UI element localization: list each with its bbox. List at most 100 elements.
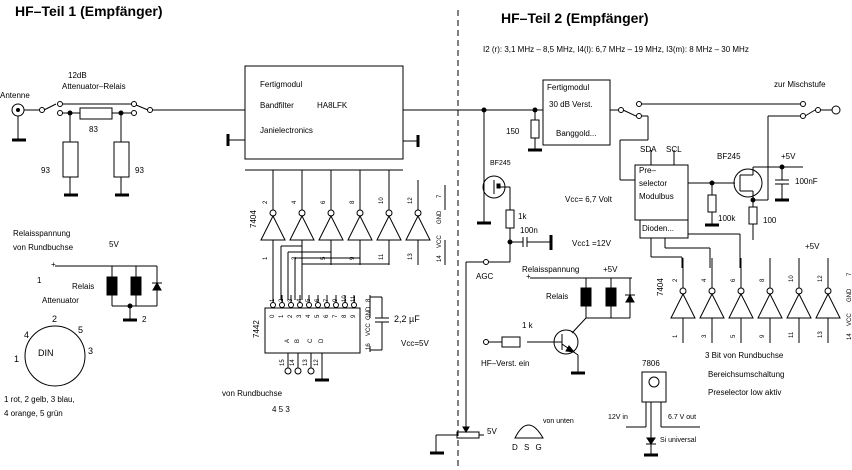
ic7442-top-inner: 3 <box>297 314 303 318</box>
pot-label: 5V <box>487 427 497 436</box>
cap-100nf-label: 100nF <box>795 177 818 186</box>
ic7404-left-pin-in: 1 <box>263 256 269 260</box>
ic7404-left-gnd-label: GND <box>437 210 443 224</box>
ic7442-bottom-pin: 13 <box>303 359 309 366</box>
ic7404-right-inverter <box>699 258 725 343</box>
preselector-line1: Pre– <box>639 166 656 175</box>
ic7404-right-inverter <box>786 258 812 343</box>
preselector-module <box>634 150 741 268</box>
din-pin-3: 3 <box>88 346 94 356</box>
ic-7404-left-name: 7404 <box>249 210 258 228</box>
ic7404-right-pin-in: 11 <box>789 331 795 338</box>
ic7442-bottom-inner: A <box>285 338 291 343</box>
fet-pinout-pins: D S G <box>512 443 544 452</box>
ic-7404-right-supply: +5V <box>805 242 820 251</box>
relay-hf-amp <box>483 277 635 375</box>
ic7404-left-inverter <box>376 180 402 265</box>
ic7442-top-pin: 9 <box>333 298 339 302</box>
ic7442-top-pin: 2 <box>279 298 285 302</box>
r93-right-label: 93 <box>135 166 144 175</box>
preselector-line2: selector <box>639 179 668 188</box>
ic7442-bottom-pin: 14 <box>290 359 296 366</box>
attenuator-label: Attenuator <box>42 296 79 305</box>
ic7404-right-pin-in: 3 <box>702 334 708 338</box>
ic7442-top-inner: 2 <box>288 314 294 318</box>
relay-supply-line1: Relaisspannung <box>13 229 71 238</box>
zur-mischstufe-label: zur Mischstufe <box>774 80 826 89</box>
attenuator-relay-switch <box>39 101 245 197</box>
ic7404-right-pin-in: 9 <box>760 334 766 338</box>
ic7442-top-inner: 9 <box>351 314 357 318</box>
ic7442-bottom-pin: 15 <box>280 359 286 366</box>
ic7442-bottom-inner: C <box>308 338 314 343</box>
amp-module-line3: Banggold... <box>556 129 597 138</box>
bandfilter-line2: Bandfilter <box>260 101 294 110</box>
fet-pinout-symbol <box>514 424 544 439</box>
bandfilter-module-box <box>226 65 458 171</box>
ic7404-left-pin-in: 13 <box>408 253 414 260</box>
resistor-83 <box>79 107 113 120</box>
r150-label: 150 <box>506 127 520 136</box>
ic7442-top-inner: 5 <box>315 314 321 318</box>
ic7404-left-pin-out: 12 <box>408 197 414 204</box>
title-part1: HF–Teil 1 (Empfänger) <box>15 3 163 19</box>
resistor-93-left <box>62 141 79 178</box>
r83-label: 83 <box>89 125 98 134</box>
din-pin-1: 1 <box>14 354 20 364</box>
bandfilter-line3: Janielectronics <box>260 126 313 135</box>
relay-right-supply-label: Relaisspannung <box>522 265 580 274</box>
ic7404-right-pin-out: 8 <box>760 278 766 282</box>
ic7404-right-pin-out: 6 <box>731 278 737 282</box>
din-pin-2: 2 <box>52 314 58 324</box>
ic7404-right-gnd-label: GND <box>847 288 852 302</box>
bandfilter-line1: Fertigmodul <box>260 80 303 89</box>
title-part2: HF–Teil 2 (Empfänger) <box>501 10 649 26</box>
ic7404-right-pin-out: 12 <box>818 275 824 282</box>
ic7404-right-vcc-pin: 14 <box>847 333 852 340</box>
din-legend-1: 1 rot, 2 gelb, 3 blau, <box>4 395 75 404</box>
ic7404-left-inverter <box>260 180 286 265</box>
ic7442-top-pin: 1 <box>270 298 276 302</box>
agc-fet-stage <box>465 110 553 425</box>
ic7404-right-pin-in: 1 <box>673 334 679 338</box>
r93-left-label: 93 <box>41 166 50 175</box>
ic7404-left-pin-out: 4 <box>292 200 298 204</box>
ic-7404-right <box>670 258 841 343</box>
ic7442-gnd-label: GND <box>366 306 372 320</box>
attenuator-relay-label: Attenuator–Relais <box>62 82 126 91</box>
preselector-line3: Modulbus <box>639 192 674 201</box>
r-base-label: 1 k <box>522 321 533 330</box>
ic7404-right-pin-in: 5 <box>731 334 737 338</box>
vcc5-label: Vcc=5V <box>401 339 429 348</box>
din-pin-4: 4 <box>24 330 30 340</box>
hf-verst-ein-label: HF–Verst. ein <box>481 359 530 368</box>
din-legend-2: 4 orange, 5 grün <box>4 409 63 418</box>
rundbuchse-pins: 4 5 3 <box>272 405 290 414</box>
ic7404-left-vcc-label: VCC <box>437 235 443 248</box>
ic7404-right-inverter <box>728 258 754 343</box>
ic7442-bottom-inner: B <box>295 338 301 343</box>
relay-ground-pin: 2 <box>142 315 147 324</box>
vcc1-label: Vcc1 =12V <box>572 239 611 248</box>
ic7442-gnd-pin: 8 <box>366 298 372 302</box>
regulator-in: 12V in <box>608 414 628 421</box>
ic-7404-right-name: 7404 <box>656 278 665 296</box>
relay-supply-line2: von Rundbuchse <box>13 243 74 252</box>
vcc-67-label: Vcc= 6,7 Volt <box>565 195 612 204</box>
von-rundbuchse-label: von Rundbuchse <box>222 389 283 398</box>
note-line3: Preselector low aktiv <box>708 388 782 397</box>
amp-module-line1: Fertigmodul <box>547 83 590 92</box>
amp-module-line2: 30 dB Verst. <box>549 100 593 109</box>
ic7442-top-inner: 7 <box>333 314 339 318</box>
ic7404-right-pin-in: 13 <box>818 331 824 338</box>
ic7404-left-pin-out: 6 <box>321 200 327 204</box>
relay-attenuator <box>55 265 162 322</box>
ic7442-vcc-label: VCC <box>366 323 372 336</box>
relay-plus: + <box>51 260 56 269</box>
note-line1: 3 Bit von Rundbuchse <box>705 351 784 360</box>
ic7442-top-inner: 4 <box>306 314 312 318</box>
amp-module-box <box>542 79 611 146</box>
ic7442-top-pin: 5 <box>306 298 312 302</box>
dioden-label: Dioden... <box>642 224 675 233</box>
